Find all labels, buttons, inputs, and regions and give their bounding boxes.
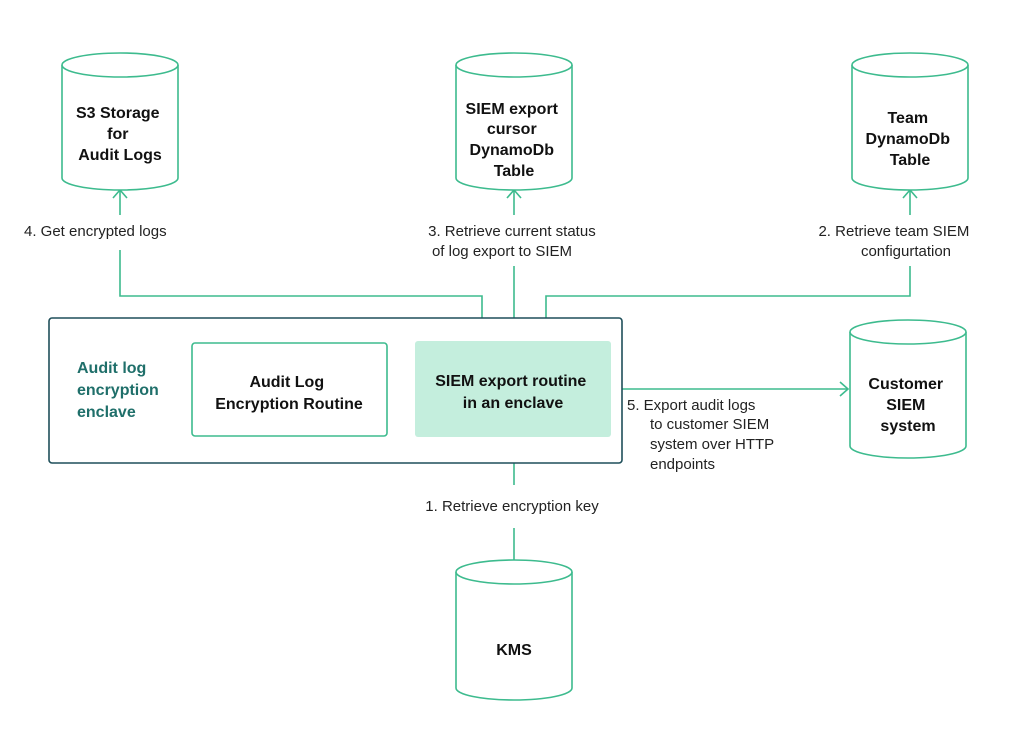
database-s3: S3 Storage for Audit Logs — [61, 52, 179, 191]
cylinder-kms-top — [455, 559, 573, 585]
cylinder-customer — [849, 332, 967, 459]
audit-log-encryption-routine-label: Audit Log Encryption Routine — [215, 374, 363, 413]
siem-export-routine-label: SIEM export routine in an enclave — [435, 373, 591, 412]
step-5-label: 5. Export audit logs to customer SIEM sy… — [627, 397, 778, 473]
cylinder-customer-top — [849, 319, 967, 345]
siem-cursor-label: SIEM export cursor DynamoDb Table — [466, 101, 563, 180]
cylinder-team-top — [851, 52, 969, 78]
cylinder-s3-top — [61, 52, 179, 78]
s3-storage-label: S3 Storage for Audit Logs — [76, 105, 164, 164]
kms-label: KMS — [496, 642, 532, 659]
step-4-label: 4. Get encrypted logs — [24, 223, 167, 240]
team-table-label: Team DynamoDb Table — [866, 110, 955, 169]
cylinder-cursor-top — [455, 52, 573, 78]
siem-export-routine-box — [415, 341, 611, 437]
audit-log-encryption-routine-box — [191, 342, 388, 437]
database-team: Team DynamoDb Table — [851, 52, 969, 191]
cylinder-kms — [455, 572, 573, 701]
step-3-label: 3. Retrieve current status of log export… — [428, 223, 600, 260]
cylinder-s3 — [61, 65, 179, 191]
database-siem-cursor: SIEM export cursor DynamoDb Table — [455, 52, 573, 191]
database-kms: KMS — [455, 559, 573, 701]
step-2-label: 2. Retrieve team SIEM configurtation — [818, 223, 973, 260]
cylinder-team — [851, 65, 969, 191]
enclave-title: Audit log encryption enclave — [77, 360, 163, 421]
step-1-label: 1. Retrieve encryption key — [425, 498, 599, 515]
database-customer-siem: Customer SIEM system — [849, 319, 967, 459]
cylinder-cursor — [455, 65, 573, 191]
customer-siem-label: Customer SIEM system — [868, 376, 947, 435]
enclave: Audit log encryption enclave Audit Log E… — [48, 317, 623, 464]
arrowhead-customer — [839, 381, 850, 397]
